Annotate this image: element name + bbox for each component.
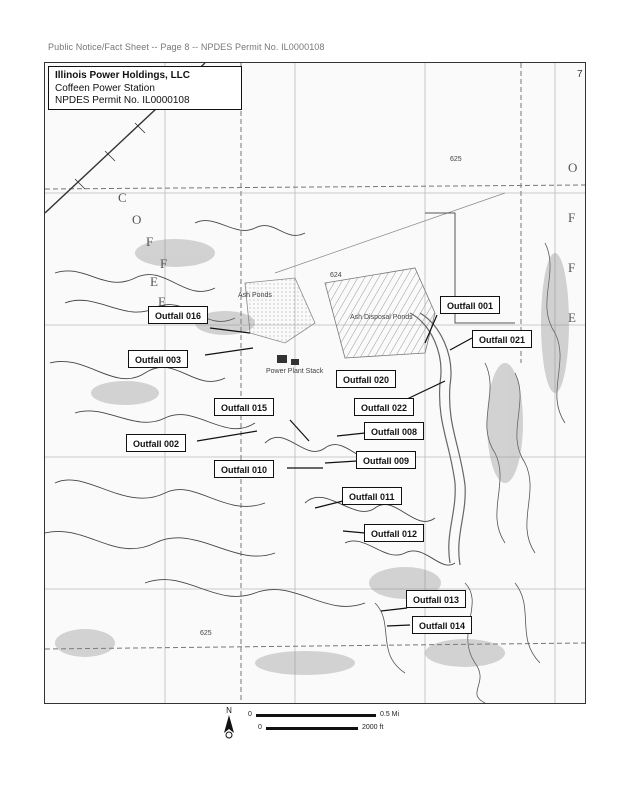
- title-station: Coffeen Power Station: [55, 82, 155, 94]
- place-letter-right: O: [568, 160, 580, 175]
- scale-miles-label: 0.5 Mi: [380, 711, 400, 718]
- scale-zero-feet: 0: [258, 724, 262, 731]
- outfall-020-label: Outfall 020: [336, 370, 397, 388]
- outfall-001-label: Outfall 001: [440, 296, 501, 314]
- scale-zero-miles: 0: [248, 711, 252, 718]
- place-letter-right: F: [568, 210, 578, 225]
- outfall-013-label: Outfall 013: [406, 590, 467, 608]
- outfall-022-label: Outfall 022: [354, 398, 415, 416]
- ash-ponds-label: Ash Ponds: [238, 292, 272, 299]
- place-letter: E: [150, 274, 160, 289]
- outfall-003-label: Outfall 003: [128, 350, 189, 368]
- ash-disposal-ponds-label: Ash Disposal Ponds: [350, 314, 413, 321]
- outfall-009-label: Outfall 009: [356, 451, 417, 469]
- outfall-015-label: Outfall 015: [214, 398, 275, 416]
- place-letter-right: E: [568, 310, 578, 325]
- elevation-label: 625: [200, 630, 212, 637]
- topographic-map: 7: [44, 62, 586, 704]
- place-letter-right: F: [568, 260, 578, 275]
- place-letter: E: [158, 294, 168, 309]
- map-background: 7: [45, 63, 585, 703]
- outfall-012-label: Outfall 012: [364, 524, 425, 542]
- scale-bar-miles: [256, 714, 376, 717]
- place-letter: O: [132, 212, 144, 227]
- place-letter: F: [160, 256, 170, 271]
- outfall-016-label: Outfall 016: [148, 306, 209, 324]
- outfall-011-label: Outfall 011: [342, 487, 402, 505]
- north-label: N: [226, 706, 232, 715]
- outfall-008-label: Outfall 008: [364, 422, 425, 440]
- page-header: Public Notice/Fact Sheet -- Page 8 -- NP…: [48, 42, 325, 52]
- scale-bar-feet: [266, 727, 358, 730]
- title-permit: NPDES Permit No. IL0000108: [55, 95, 190, 106]
- place-letter: F: [146, 234, 156, 249]
- outfall-010-label: Outfall 010: [214, 460, 275, 478]
- section-number: 7: [577, 69, 583, 80]
- elevation-label: 625: [450, 156, 462, 163]
- outfall-002-label: Outfall 002: [126, 434, 187, 452]
- north-arrow: N: [222, 706, 236, 741]
- outfall-014-label: Outfall 014: [412, 616, 473, 634]
- outfall-021-label: Outfall 021: [472, 330, 533, 348]
- elevation-label: 624: [330, 272, 342, 279]
- scale-feet-label: 2000 ft: [362, 724, 384, 731]
- map-title-box: Illinois Power Holdings, LLC Coffeen Pow…: [48, 66, 242, 110]
- title-company: Illinois Power Holdings, LLC: [55, 70, 191, 81]
- place-letter: C: [118, 190, 129, 205]
- power-plant-stack-label: Power Plant Stack: [266, 368, 324, 375]
- north-arrow-icon: [224, 715, 234, 739]
